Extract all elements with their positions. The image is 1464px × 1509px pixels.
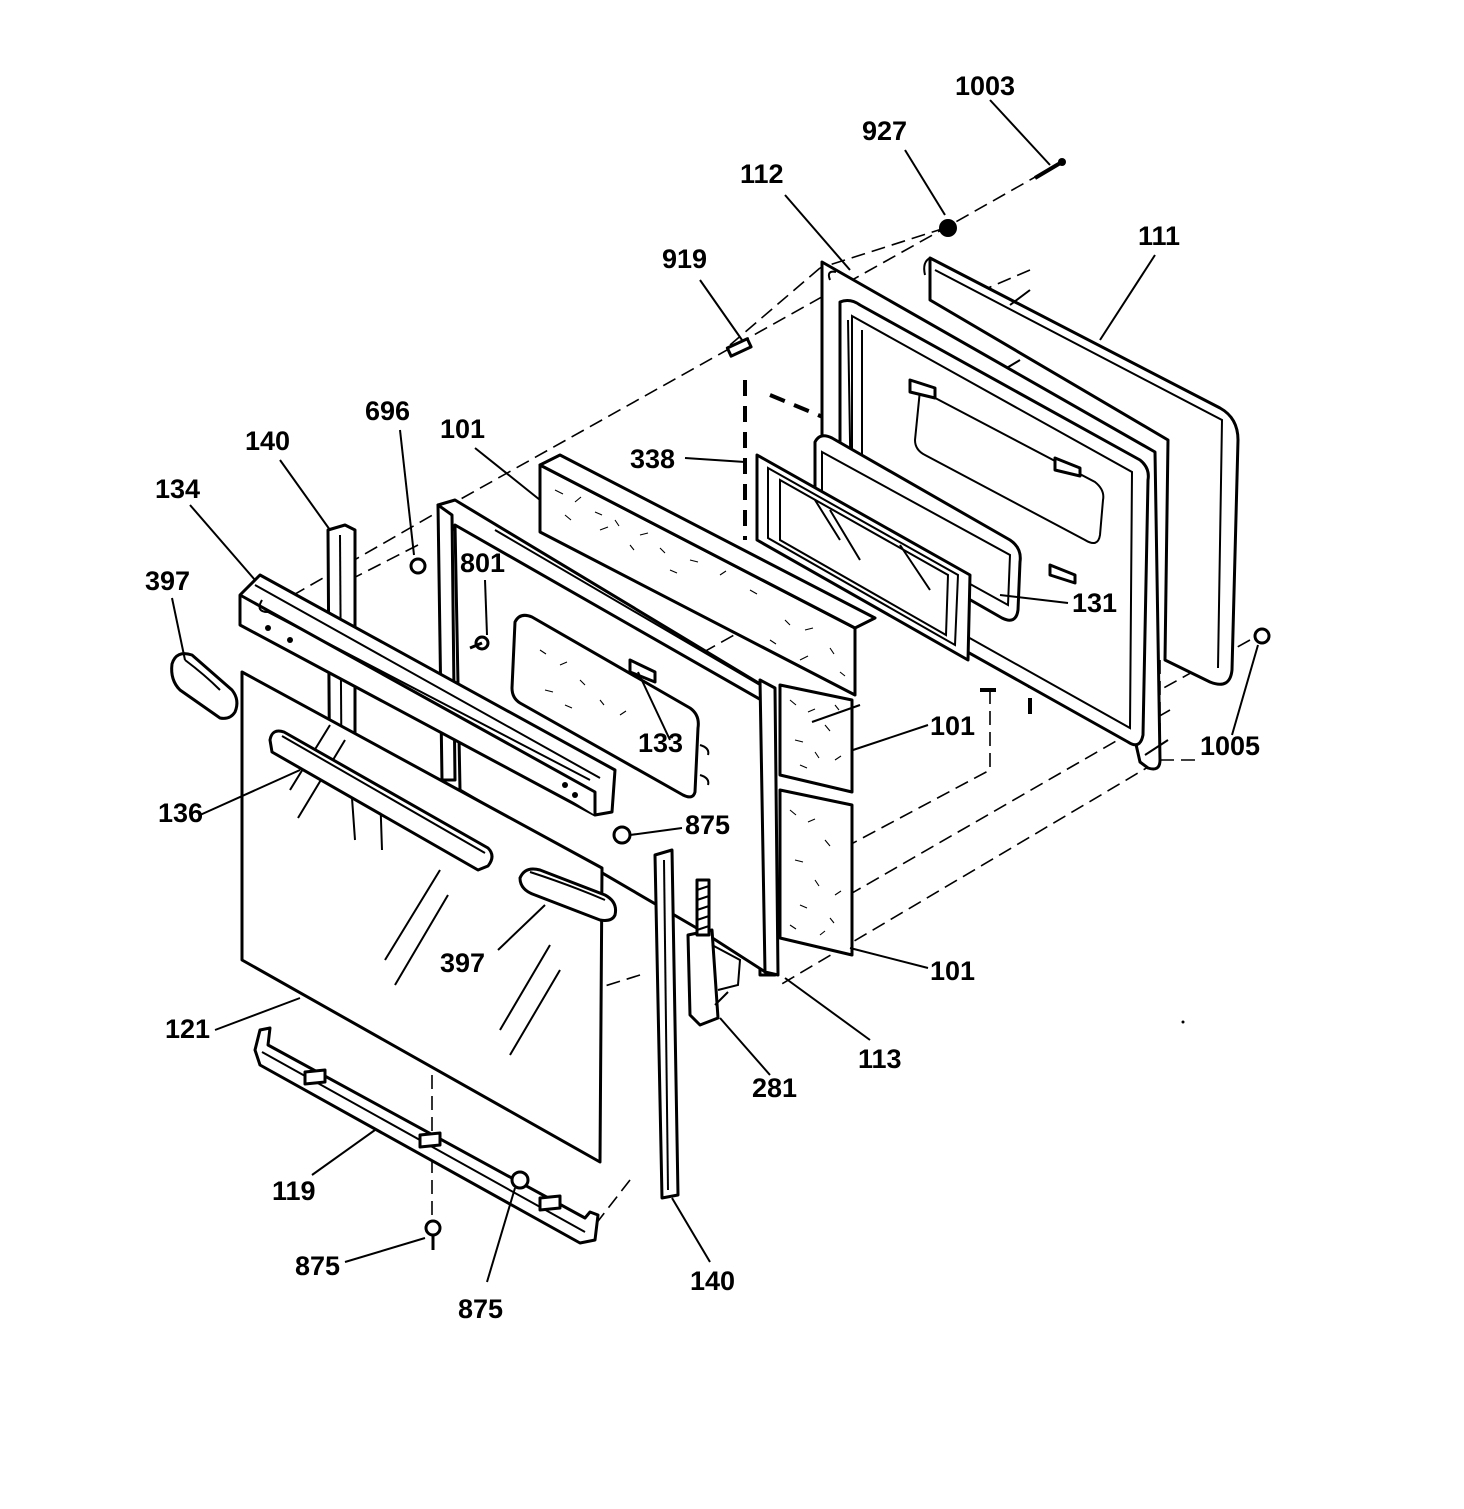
top-trim-134: [238, 573, 617, 817]
callout-140-bottom: 140: [690, 1266, 735, 1296]
screw-1005: [1253, 627, 1271, 645]
callout-136: 136: [158, 798, 203, 828]
callout-101-low: 101: [930, 956, 975, 986]
door-liner-112: [820, 260, 1169, 771]
callout-338: 338: [630, 444, 675, 474]
callout-1003: 1003: [955, 71, 1015, 101]
door-frame-111: [923, 256, 1240, 686]
callout-281: 281: [752, 1073, 797, 1103]
callout-875-lower: 875: [295, 1251, 340, 1281]
callout-131: 131: [1072, 588, 1117, 618]
leader-lines: [171, 99, 1259, 1283]
callout-113: 113: [858, 1044, 902, 1074]
screw-875-lower: [424, 1219, 442, 1237]
callout-1005: 1005: [1200, 731, 1260, 761]
callout-696: 696: [365, 396, 410, 426]
screw-875-trim: [510, 1170, 530, 1190]
insulation-101-top: [538, 453, 877, 697]
window-pack-338: [755, 453, 972, 662]
insulation-101-mid: [778, 683, 854, 794]
handle-end-cap-397-left: [170, 652, 239, 720]
screw-696: [409, 557, 427, 575]
callout-927: 927: [862, 116, 907, 146]
fasteners: [409, 158, 1271, 1250]
inner-door-panel-113: [436, 498, 780, 977]
callout-397-left: 397: [145, 566, 190, 596]
stray-dot: [1181, 1020, 1185, 1024]
handle-end-cap-397-right: [518, 867, 617, 922]
callout-121: 121: [165, 1014, 210, 1044]
pin-919: [725, 337, 753, 358]
screw-875-upper: [612, 825, 632, 845]
callout-101-mid: 101: [930, 711, 975, 741]
side-trim-140-right: [653, 848, 680, 1200]
callout-101-top: 101: [440, 414, 485, 444]
callout-112: 112: [740, 159, 784, 189]
handle-136: [268, 729, 494, 872]
screw-1003: [1033, 160, 1064, 180]
bushing-927: [939, 219, 957, 237]
callout-111: 111: [1138, 221, 1180, 251]
callout-140-top: 140: [245, 426, 290, 456]
callout-133: 133: [638, 728, 683, 758]
hinge-281: [686, 878, 742, 1027]
callout-875-trim: 875: [458, 1294, 503, 1324]
callout-397-right: 397: [440, 948, 485, 978]
callout-labels: 1003 927 112 111 919 696 140 101 338 134…: [145, 71, 1260, 1324]
bottom-trim-119: [253, 1026, 600, 1245]
callout-119: 119: [272, 1176, 316, 1206]
callout-801: 801: [460, 548, 505, 578]
callout-875-upper: 875: [685, 810, 730, 840]
callout-134: 134: [155, 474, 200, 504]
insulation-101-low: [778, 788, 854, 957]
callout-919: 919: [662, 244, 707, 274]
